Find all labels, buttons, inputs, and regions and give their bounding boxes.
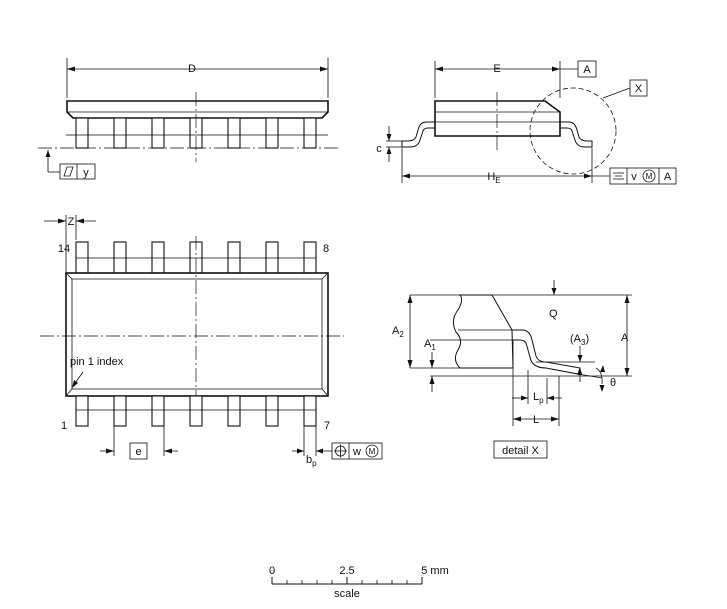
dimension-e-label: e (135, 446, 141, 458)
detail-ref-X-label: X (635, 83, 643, 95)
symmetry-A-label: A (664, 171, 672, 183)
symmetry-M-label: M (646, 172, 653, 181)
dimension-c-label: c (376, 143, 382, 155)
scale-tick-5mm: 5 mm (421, 565, 449, 577)
pin-8-label: 8 (323, 243, 329, 255)
dimension-E-label: E (493, 63, 500, 75)
scale-label: scale (334, 588, 360, 600)
datum-A-label: A (583, 64, 591, 76)
dimension-HE-label: HE (487, 171, 500, 185)
side-leads (66, 117, 328, 149)
position-w-label: w (352, 446, 361, 458)
dimension-A3-label: (A3) (570, 333, 589, 347)
top-view: Z 14 8 pin 1 index (40, 215, 383, 468)
position-mmc-icon (365, 444, 379, 458)
position-M-label: M (369, 447, 376, 456)
scale-tick-0: 0 (269, 565, 275, 577)
detail-X-view: A2 A1 A Q (A3) θ Lp (392, 280, 632, 459)
dimension-theta-label: θ (610, 377, 616, 389)
end-lead-left (401, 121, 435, 148)
end-body (434, 100, 561, 137)
top-body (65, 272, 329, 397)
detail-X-circle (529, 87, 617, 175)
pin-1-index-label: pin 1 index (70, 356, 124, 368)
top-view-upper-pins (75, 241, 317, 274)
end-lead-right (560, 121, 593, 148)
side-view: D y (38, 58, 340, 180)
dimension-bp-label: bp (306, 454, 317, 468)
dimension-Q-label: Q (549, 308, 558, 320)
pin-7-label: 7 (324, 420, 330, 432)
scale-minor-ticks (286, 580, 408, 584)
end-view: E A X c HE (376, 60, 677, 185)
dimension-L-label: L (533, 414, 539, 426)
top-view-lower-pins (75, 395, 317, 427)
position-icon (334, 444, 347, 458)
side-body (66, 100, 329, 119)
flatness-icon (63, 166, 74, 177)
dimension-Z-label: Z (68, 216, 75, 228)
mmc-circle-icon (642, 169, 656, 183)
dimension-Lp-label: Lp (533, 391, 544, 405)
symmetry-v-label: v (631, 171, 637, 183)
pin-1-label: 1 (61, 420, 67, 432)
detail-caption: detail X (502, 445, 539, 457)
symmetry-icon (613, 172, 624, 180)
flatness-y-label: y (83, 167, 89, 179)
scale-bar: 0 2.5 5 mm scale (269, 565, 449, 600)
dimension-A1-label: A1 (424, 338, 436, 352)
scale-tick-2-5: 2.5 (339, 565, 354, 577)
dimension-A-label: A (621, 332, 629, 344)
pin-14-label: 14 (58, 243, 70, 255)
detail-body (452, 294, 514, 369)
dimension-D-label: D (188, 63, 196, 75)
dimension-A2-label: A2 (392, 325, 404, 339)
